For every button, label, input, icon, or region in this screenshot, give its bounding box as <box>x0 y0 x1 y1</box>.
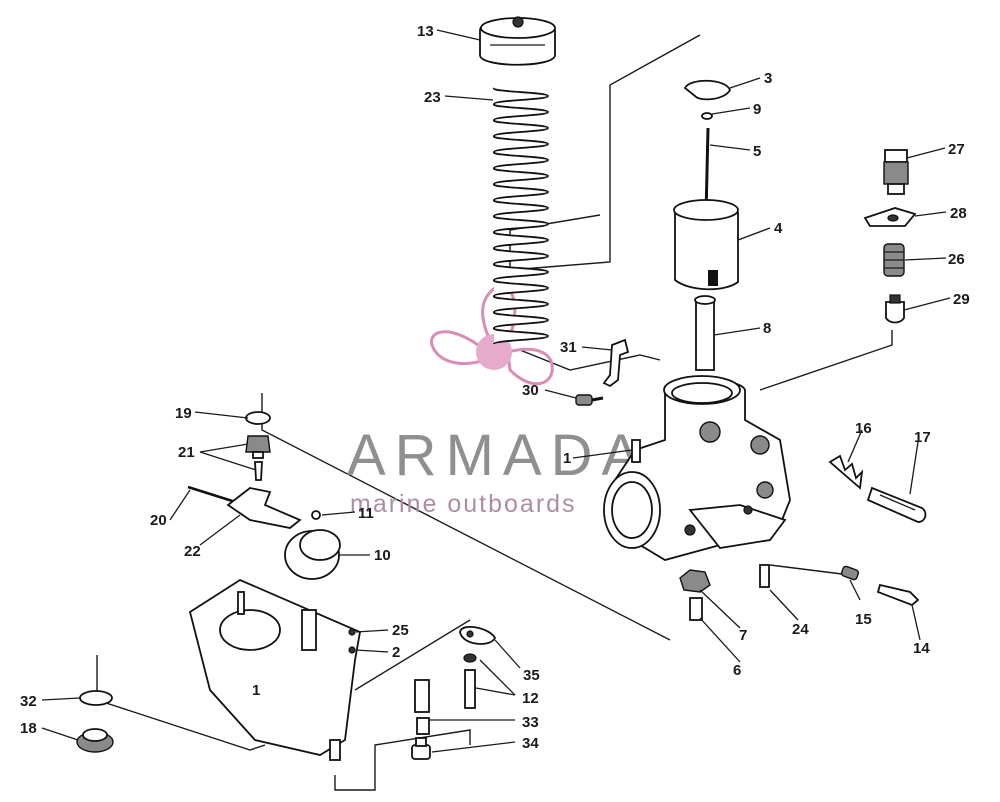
callout-25: 25 <box>392 622 409 639</box>
callout-18: 18 <box>20 720 37 737</box>
part-small-spring <box>883 243 905 277</box>
part-fitting <box>883 149 909 195</box>
part-nut <box>679 569 711 593</box>
callout-15: 15 <box>855 611 872 628</box>
part-clip <box>683 79 731 101</box>
part-drain-plug <box>76 728 114 753</box>
part-bolt-34 <box>411 737 431 760</box>
callout-17: 17 <box>914 429 931 446</box>
part-idle-spring <box>828 454 864 490</box>
callout-13: 13 <box>417 23 434 40</box>
callout-23: 23 <box>424 89 441 106</box>
part-washer-19 <box>245 411 271 425</box>
callout-9: 9 <box>753 101 761 118</box>
callout-4: 4 <box>774 220 783 237</box>
part-spring <box>493 87 549 345</box>
part-o-ring <box>79 690 113 706</box>
part-pilot-spring <box>840 565 860 581</box>
part-bracket <box>602 338 630 388</box>
callout-30: 30 <box>522 382 539 399</box>
part-float-arm <box>226 487 302 529</box>
part-screw-12 <box>463 653 477 709</box>
leader-lines <box>41 29 951 753</box>
callout-29: 29 <box>953 291 970 308</box>
part-pilot-screw <box>876 583 920 607</box>
callout-21: 21 <box>178 444 195 461</box>
callout-1-bowl: 1 <box>252 682 260 699</box>
part-float <box>284 529 341 580</box>
callout-32: 32 <box>20 693 37 710</box>
callout-2: 2 <box>392 644 400 661</box>
callout-35: 35 <box>523 667 540 684</box>
callout-24: 24 <box>792 621 809 638</box>
callout-27: 27 <box>948 141 965 158</box>
callout-34: 34 <box>522 735 539 752</box>
callout-16: 16 <box>855 420 872 437</box>
callout-28: 28 <box>950 205 967 222</box>
callout-5: 5 <box>753 143 761 160</box>
callout-22: 22 <box>184 543 201 560</box>
part-plunger <box>885 294 905 324</box>
part-sleeve-33 <box>414 679 430 735</box>
part-needle-valve <box>245 435 271 481</box>
callout-8: 8 <box>763 320 771 337</box>
callout-33: 33 <box>522 714 539 731</box>
part-small-ring <box>701 112 713 120</box>
watermark-brand: ARMADA <box>347 423 649 488</box>
part-screw-24 <box>759 564 770 588</box>
callout-6: 6 <box>733 662 741 679</box>
part-cap <box>479 16 556 66</box>
part-ball <box>311 510 321 520</box>
callout-7: 7 <box>739 627 747 644</box>
part-jet <box>689 597 703 621</box>
watermark-tagline: marine outboards <box>350 490 577 518</box>
part-throttle-slide <box>673 199 739 291</box>
callout-26: 26 <box>948 251 965 268</box>
callout-11: 11 <box>358 505 374 522</box>
part-guide-tube <box>694 295 716 371</box>
part-screw-small <box>575 394 604 406</box>
part-idle-screw <box>866 486 927 523</box>
callout-14: 14 <box>913 640 930 657</box>
callout-3: 3 <box>764 70 772 87</box>
part-carburetor-body <box>603 375 791 561</box>
assembly-lines <box>96 34 893 791</box>
callout-labels: 13 23 3 9 5 4 8 27 28 26 29 31 30 1 16 1… <box>20 23 970 752</box>
callout-10: 10 <box>374 547 391 564</box>
callout-12: 12 <box>522 690 539 707</box>
callout-19: 19 <box>175 405 192 422</box>
callout-31: 31 <box>560 339 577 356</box>
propeller-logo-icon <box>430 284 554 386</box>
part-plate <box>863 207 917 227</box>
part-clamp-35 <box>459 625 497 645</box>
callout-1-body: 1 <box>563 450 571 467</box>
part-float-bowl <box>188 578 362 761</box>
callout-20: 20 <box>150 512 167 529</box>
